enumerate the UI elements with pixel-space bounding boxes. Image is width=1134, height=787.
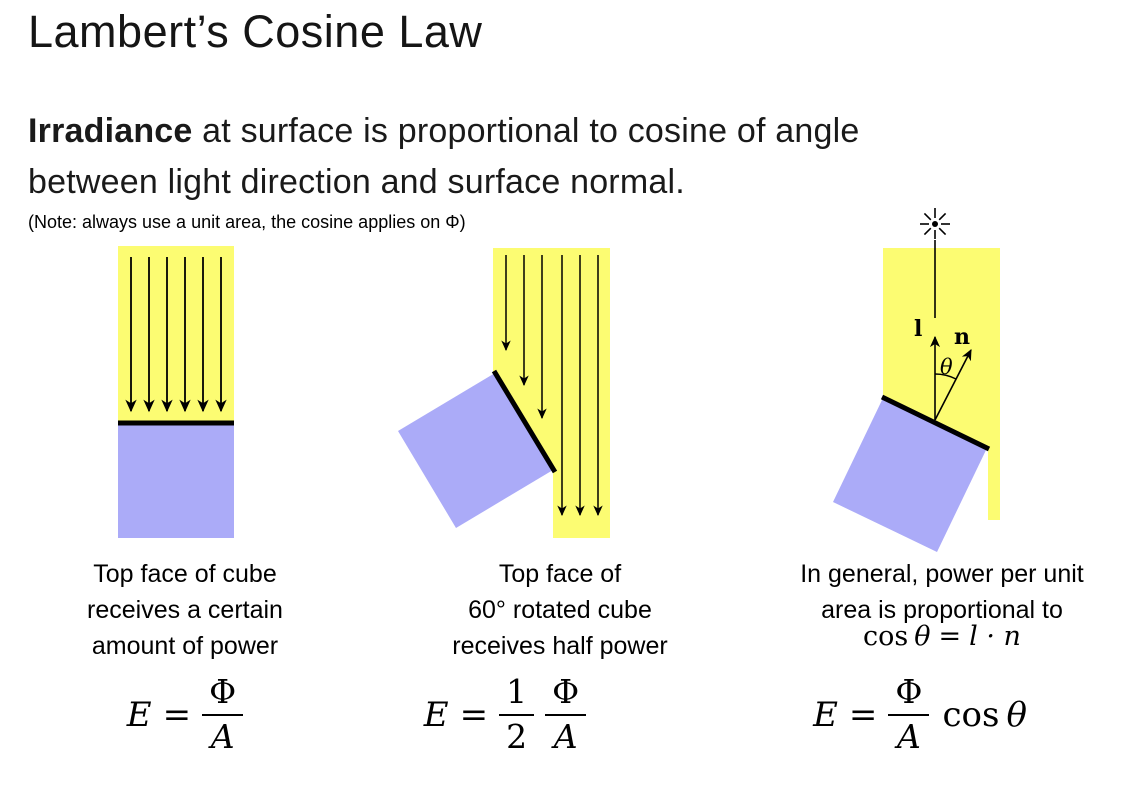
- formula-general: E = Φ A cos θ: [775, 673, 1065, 756]
- body-line2: between light direction and surface norm…: [28, 163, 685, 201]
- body-bold-word: Irradiance: [28, 112, 193, 150]
- equals-sign: =: [162, 694, 192, 735]
- note-text: (Note: always use a unit area, the cosin…: [28, 212, 466, 232]
- theta-symbol: θ: [1006, 694, 1027, 735]
- fraction-numerator: Φ: [888, 673, 930, 716]
- angle-theta-label: θ: [940, 355, 953, 379]
- caption-general: In general, power per unit area is propo…: [800, 560, 1084, 624]
- flux-area-fraction: Φ A: [888, 673, 930, 756]
- page-title: Lambert’s Cosine Law: [28, 6, 483, 57]
- cube-top-face-tilted: [833, 398, 987, 552]
- formula-rotated: E = 1 2 Φ A: [385, 673, 625, 756]
- body-text: Irradiance at surface is proportional to…: [28, 106, 859, 208]
- cos-function: cos: [942, 694, 1000, 735]
- light-ray-arrows: [125, 257, 227, 413]
- fraction-denominator: A: [210, 716, 235, 756]
- cube-top-face-rotated: [398, 373, 553, 528]
- light-ray-arrows: [501, 255, 603, 517]
- flux-area-fraction: Φ A: [545, 673, 587, 756]
- normal-vector-label: n: [954, 324, 970, 350]
- diagram-general-angle: l n θ: [833, 208, 1000, 552]
- theta-symbol: θ: [914, 621, 931, 652]
- equals-sign: =: [459, 694, 489, 735]
- fraction-numerator: Φ: [545, 673, 587, 716]
- light-source-icon: [920, 208, 950, 239]
- cos-function: cos: [863, 621, 909, 652]
- cosine-factor: cos θ: [942, 695, 1026, 735]
- irradiance-symbol: E: [423, 694, 449, 735]
- angle-arc: [934, 373, 957, 380]
- diagram-rotated-cube: [398, 248, 610, 538]
- fraction-denominator: A: [897, 716, 921, 756]
- caption-rotated-cube: Top face of 60° rotated cube receives ha…: [452, 560, 668, 660]
- irradiance-symbol: E: [813, 694, 838, 735]
- fraction-numerator: Φ: [202, 673, 244, 716]
- fraction-denominator: A: [553, 716, 578, 756]
- normal-vector-arrow: [934, 349, 972, 421]
- fraction-numerator: 1: [499, 673, 535, 716]
- flux-area-fraction: Φ A: [202, 673, 244, 756]
- light-vector-label: l: [914, 316, 922, 342]
- equals-sign: =: [938, 621, 962, 652]
- cube-top-face: [118, 425, 234, 538]
- formula-flat: E = Φ A: [60, 673, 310, 756]
- irradiance-symbol: E: [126, 694, 152, 735]
- one-half-fraction: 1 2: [499, 673, 535, 756]
- light-beam: [118, 246, 234, 422]
- body-line1: at surface is proportional to cosine of …: [192, 112, 860, 150]
- fraction-denominator: 2: [506, 716, 528, 756]
- caption-flat-cube: Top face of cube receives a certain amou…: [87, 560, 283, 660]
- equals-sign: =: [848, 694, 878, 735]
- surface-line: [491, 369, 558, 474]
- diagram-flat-cube: [118, 246, 234, 538]
- surface-line: [880, 394, 991, 452]
- light-beam: [883, 248, 1000, 520]
- dot-product: l · n: [969, 621, 1021, 652]
